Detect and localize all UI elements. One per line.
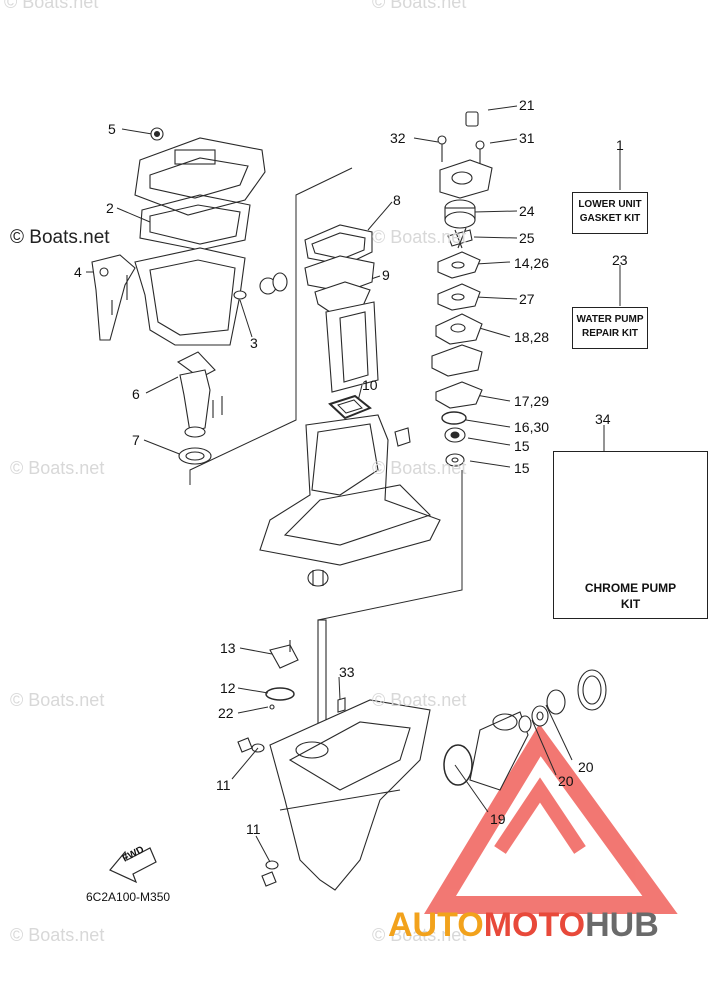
callout-14-26: 14,26 (514, 255, 550, 271)
assembly-bracket (189, 167, 463, 621)
logo-triangle (424, 723, 678, 914)
diagram-code: 6C2A100-M350 (86, 890, 171, 904)
callout-12: 12 (220, 680, 236, 696)
callout-21: 21 (519, 97, 535, 113)
callout-2: 2 (106, 200, 114, 216)
callout-11: 11 (246, 821, 261, 837)
kit-number-lower-unit: 1 (616, 137, 624, 153)
callout-25: 25 (519, 230, 535, 246)
watermark: © Boats.net (10, 690, 105, 710)
watermark: © Boats.net (372, 227, 467, 247)
watermark: © Boats.net (10, 925, 105, 945)
watermark: © Boats.net (10, 227, 110, 248)
lower-casing-upper (259, 414, 441, 587)
exhaust-guide (325, 301, 379, 393)
top-cover-plate (134, 127, 266, 251)
callout-17-29: 17,29 (514, 393, 550, 409)
kit-number-water-pump: 23 (612, 252, 628, 268)
kit-line: KIT (620, 597, 641, 611)
callout-7: 7 (132, 432, 140, 448)
callout-10: 10 (362, 377, 378, 393)
callout-27: 27 (519, 291, 535, 307)
callout-4: 4 (74, 264, 82, 280)
water-pump-repair-kit-box: WATER PUMP REPAIR KIT (572, 307, 648, 349)
lower-gearcase (237, 619, 431, 891)
watermark: © Boats.net (372, 0, 467, 12)
watermark: © Boats.net (372, 690, 467, 710)
lower-unit-gasket-kit-box: LOWER UNIT GASKET KIT (572, 192, 648, 234)
chrome-pump-kit-box (553, 451, 708, 619)
logo-part-auto: AUTO (388, 906, 484, 944)
callout-31: 31 (519, 130, 535, 146)
callout-15: 15 (514, 460, 530, 476)
upper-casing (91, 247, 288, 346)
callout-32: 32 (390, 130, 406, 146)
watermark: © Boats.net (10, 458, 105, 478)
callout-15: 15 (514, 438, 530, 454)
callout-24: 24 (519, 203, 535, 219)
chrome-pump-kit-label: CHROME PUMP KIT (553, 580, 708, 612)
callout-5: 5 (108, 121, 116, 137)
callout-9: 9 (382, 267, 390, 283)
automotohub-logo: AUTOMOTOHUB (388, 905, 659, 945)
kit-line: WATER PUMP (576, 314, 644, 325)
kit-line: GASKET KIT (579, 213, 641, 224)
fwd-arrow (109, 847, 157, 884)
callout-20: 20 (578, 759, 594, 775)
callout-19: 19 (490, 811, 506, 827)
callout-18-28: 18,28 (514, 329, 550, 345)
logo-part-hub: HUB (585, 906, 659, 944)
callout-13: 13 (220, 640, 236, 656)
callout-20: 20 (558, 773, 574, 789)
callout-3: 3 (250, 335, 258, 351)
exhaust-plate-assembly (176, 351, 223, 465)
callout-6: 6 (132, 386, 140, 402)
callout-33: 33 (339, 664, 355, 680)
kit-line: REPAIR KIT (582, 328, 638, 339)
water-pump-stack (431, 111, 493, 467)
watermark: © Boats.net (372, 458, 467, 478)
prop-shaft-housing (443, 669, 607, 791)
logo-part-moto: MOTO (483, 906, 586, 944)
callout-16-30: 16,30 (514, 419, 550, 435)
kit-line: LOWER UNIT (578, 199, 642, 210)
seal-10 (328, 394, 372, 420)
callout-11: 11 (216, 777, 231, 793)
watermark: © Boats.net (4, 0, 99, 12)
kit-line: CHROME PUMP (584, 581, 677, 595)
gaskets-8-9 (304, 224, 375, 313)
kit-number-chrome-pump: 34 (595, 411, 611, 427)
callout-22: 22 (218, 705, 234, 721)
watermark: © Boats.net (372, 925, 467, 945)
callout-8: 8 (393, 192, 401, 208)
